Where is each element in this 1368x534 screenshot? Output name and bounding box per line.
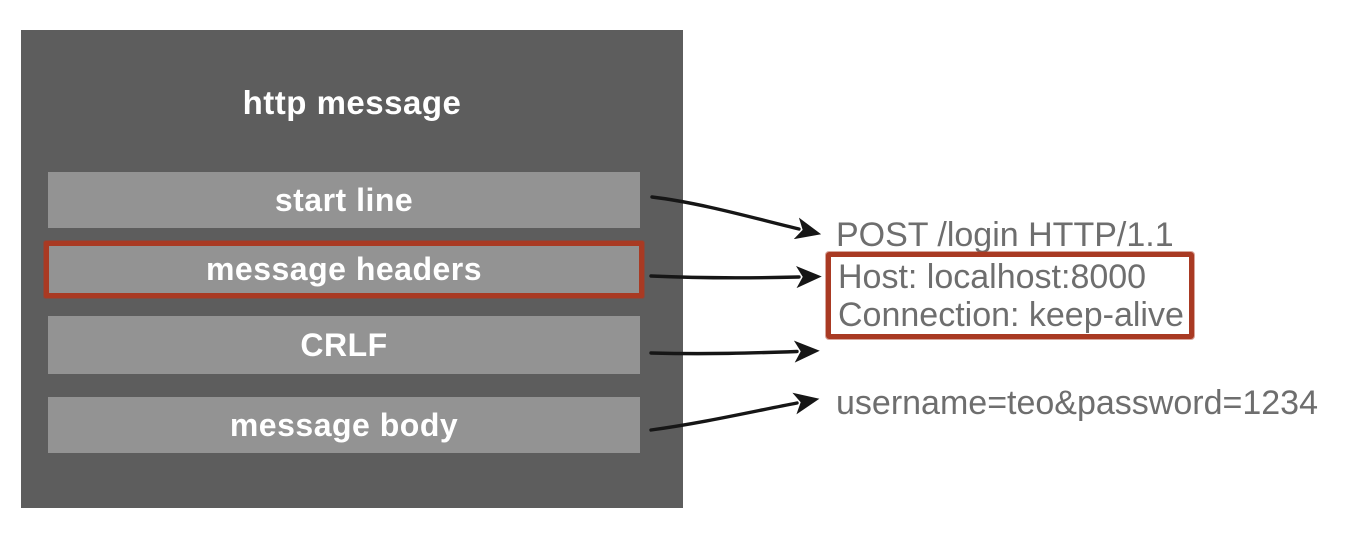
http-message-box: http message start line message headers … xyxy=(21,30,683,508)
example-header-connection: Connection: keep-alive xyxy=(838,296,1184,334)
row-message-body: message body xyxy=(48,397,640,453)
row-message-headers: message headers xyxy=(44,241,644,298)
row-crlf: CRLF xyxy=(48,316,640,374)
example-body-line: username=teo&password=1234 xyxy=(836,384,1318,422)
example-header-host: Host: localhost:8000 xyxy=(838,258,1147,296)
example-request-line: POST /login HTTP/1.1 xyxy=(836,216,1174,254)
example-headers-box: Host: localhost:8000 Connection: keep-al… xyxy=(826,252,1194,339)
row-message-headers-label: message headers xyxy=(205,251,483,287)
row-crlf-label: CRLF xyxy=(300,326,388,363)
row-start-line-label: start line xyxy=(274,181,414,218)
row-message-body-label: message body xyxy=(229,406,459,443)
row-start-line: start line xyxy=(48,172,640,228)
box-title: http message xyxy=(242,84,462,121)
